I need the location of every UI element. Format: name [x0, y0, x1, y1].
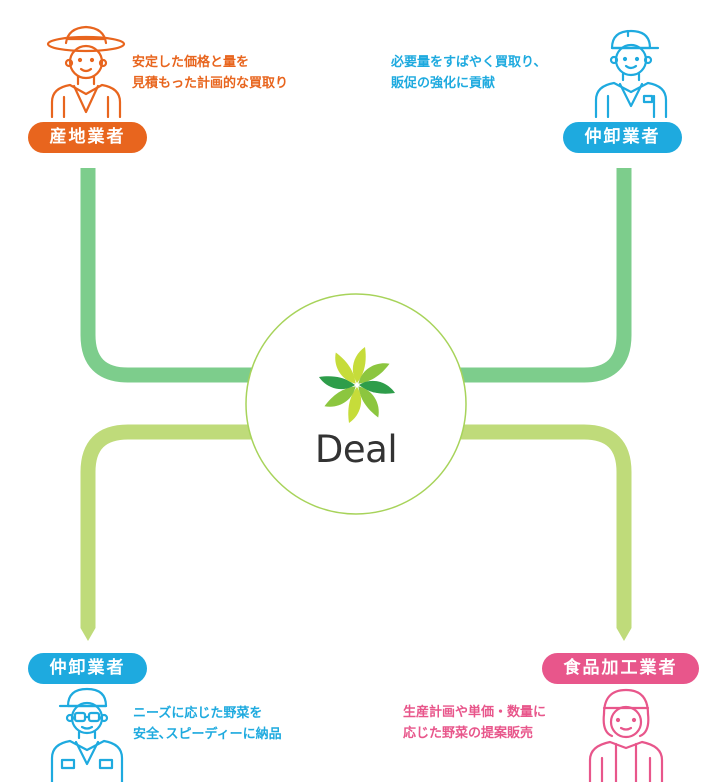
logo-text: Deal	[314, 428, 398, 471]
desc-line: 販促の強化に貢献	[391, 76, 496, 91]
flow-in-left	[80, 168, 262, 383]
desc-producer: 安定した価格と量を 見積もった計画的な買取り	[132, 52, 288, 94]
label-processor: 食品加工業者	[542, 653, 699, 684]
desc-wholesaler-bottom: ニーズに応じた野菜を 安全､スピーディーに納品	[133, 703, 282, 745]
flow-in-right	[452, 168, 632, 383]
label-producer: 産地業者	[28, 122, 147, 153]
arrow-out-left	[80, 628, 96, 641]
desc-processor: 生産計画や単価・数量に 応じた野菜の提案販売	[403, 702, 546, 744]
desc-line: 必要量をすばやく買取り、	[391, 55, 547, 70]
pinwheel-logo-icon	[319, 347, 395, 423]
flow-out-right	[444, 424, 632, 628]
worker-icon	[594, 29, 668, 118]
arrow-out-right	[616, 628, 632, 641]
desc-wholesaler-top: 必要量をすばやく買取り、 販促の強化に貢献	[391, 52, 546, 94]
food-worker-icon	[588, 688, 664, 782]
label-wholesaler-bottom: 仲卸業者	[28, 653, 147, 684]
desc-line: 安定した価格と量を	[132, 55, 250, 70]
farmer-icon	[46, 25, 126, 118]
desc-line: ニーズに応じた野菜を	[133, 706, 263, 721]
desc-line: 生産計画や単価・数量に	[403, 705, 547, 720]
desc-line: 安全､スピーディーに納品	[133, 727, 282, 742]
desc-line: 見積もった計画的な買取り	[132, 76, 289, 91]
worker-glasses-icon	[50, 687, 124, 782]
flow-out-left	[80, 424, 270, 628]
label-wholesaler-top: 仲卸業者	[563, 122, 682, 153]
desc-line: 応じた野菜の提案販売	[403, 726, 534, 741]
